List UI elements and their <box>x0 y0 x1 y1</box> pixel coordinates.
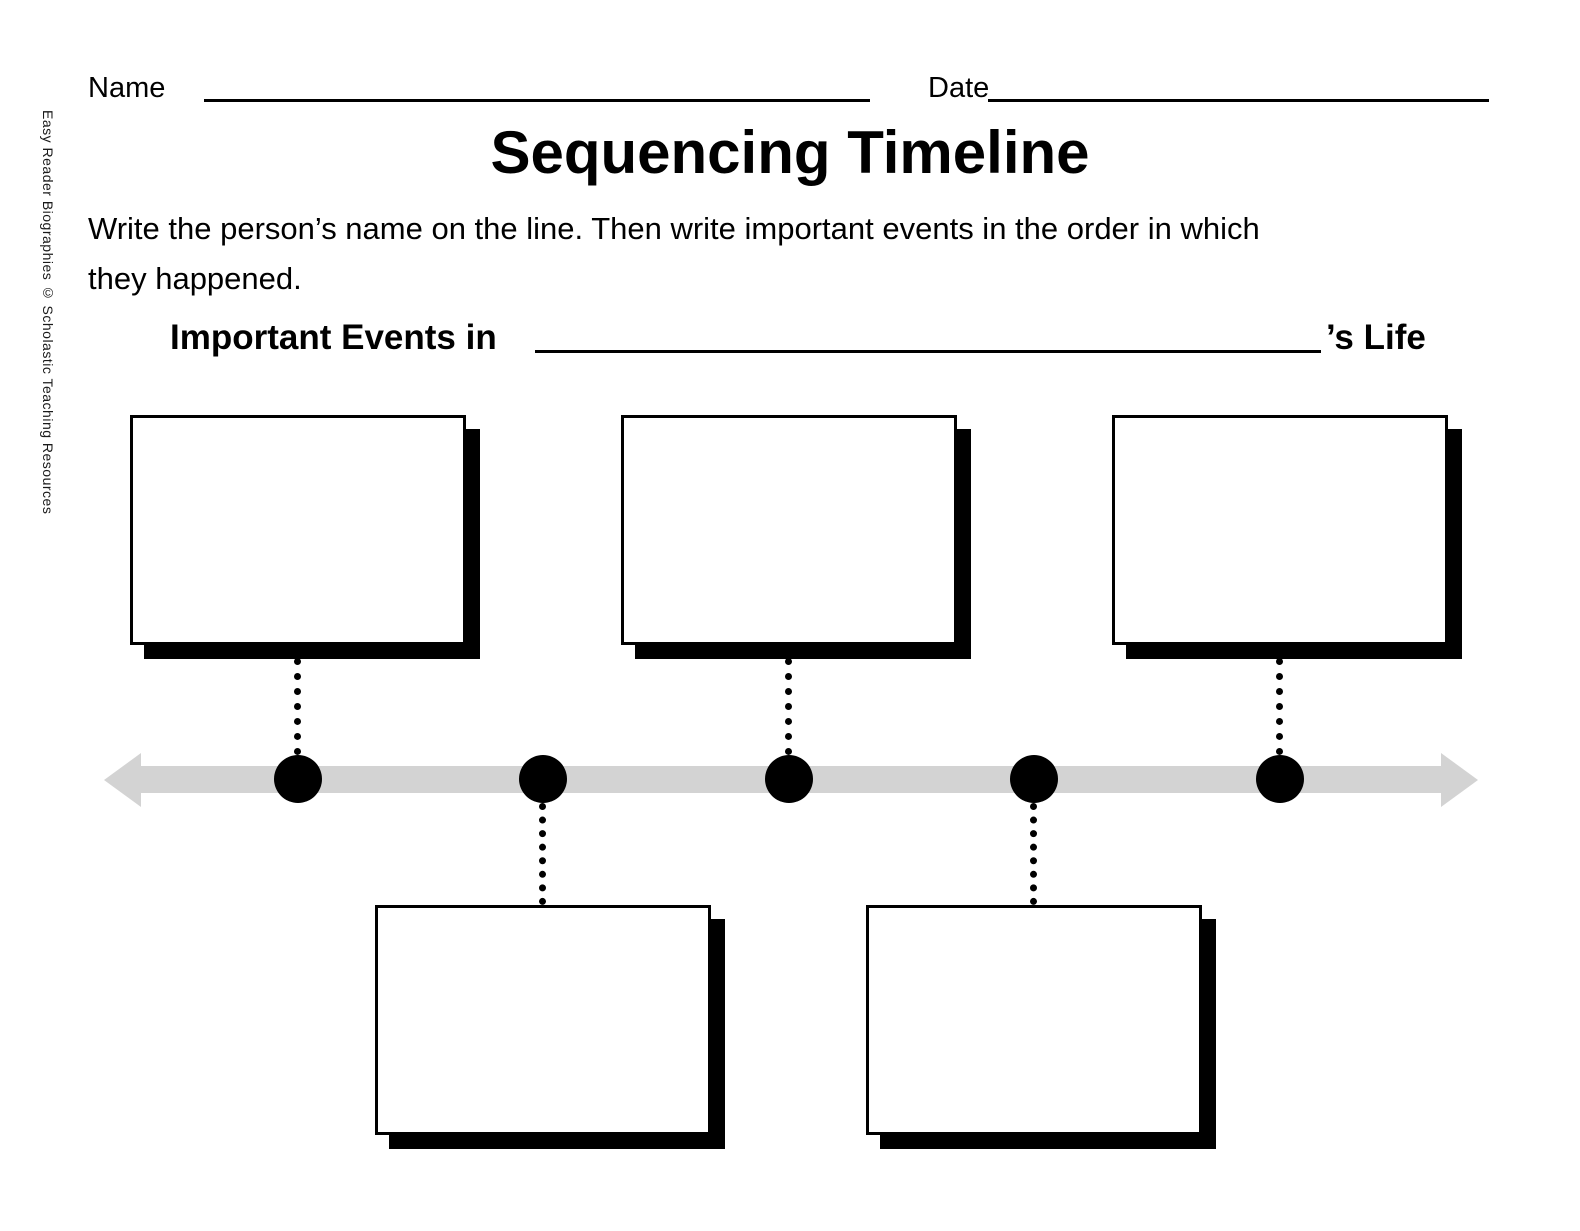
date-input-line[interactable] <box>988 99 1489 102</box>
instructions-text: Write the person’s name on the line. The… <box>88 204 1488 304</box>
connector-event-3 <box>785 658 792 755</box>
subtitle-prefix: Important Events in <box>170 318 497 357</box>
date-label: Date <box>928 72 990 104</box>
event-box-1[interactable] <box>130 415 466 645</box>
timeline-arrow-left-icon <box>104 753 141 807</box>
timeline-dot-5 <box>1256 755 1304 803</box>
event-box-3[interactable] <box>621 415 957 645</box>
connector-event-1 <box>294 658 301 755</box>
timeline-arrow-right-icon <box>1441 753 1478 807</box>
timeline-dot-4 <box>1010 755 1058 803</box>
name-input-line[interactable] <box>204 99 870 102</box>
timeline-dot-2 <box>519 755 567 803</box>
connector-event-2 <box>539 803 546 905</box>
event-box-4[interactable] <box>866 905 1202 1135</box>
page-title: Sequencing Timeline <box>490 119 1090 186</box>
timeline-dot-3 <box>765 755 813 803</box>
connector-event-4 <box>1030 803 1037 905</box>
instructions-line-2: they happened. <box>88 261 302 296</box>
timeline-dot-1 <box>274 755 322 803</box>
instructions-line-1: Write the person’s name on the line. The… <box>88 211 1260 246</box>
subtitle-suffix: ’s Life <box>1326 318 1426 357</box>
event-box-5[interactable] <box>1112 415 1448 645</box>
event-box-2[interactable] <box>375 905 711 1135</box>
sidebar-credit: Easy Reader Biographies © Scholastic Tea… <box>40 110 56 515</box>
person-name-input-line[interactable] <box>535 350 1321 353</box>
connector-event-5 <box>1276 658 1283 755</box>
name-label: Name <box>88 72 166 104</box>
